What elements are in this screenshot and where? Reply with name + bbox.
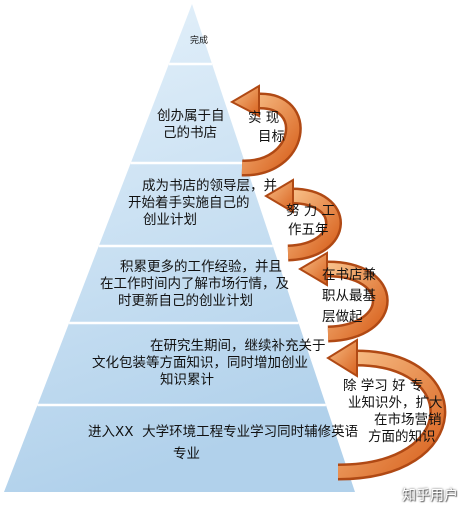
arrow-head <box>326 338 358 378</box>
tier-2-label-line: 创业计划 <box>143 212 197 228</box>
arrow-3-label-line: 职从最基 <box>322 288 376 304</box>
watermark-text: 知乎用户 <box>402 488 458 504</box>
arrow-4-label-line: 除 学习 好 专 <box>343 378 424 394</box>
tier-1-label-line: 己的书店 <box>163 125 217 141</box>
curved-arrow-1 <box>229 84 302 177</box>
arrow-1-label-line: 目标 <box>258 129 285 145</box>
tier-5-label-line: 专业 <box>173 446 200 462</box>
arrow-head <box>298 251 328 287</box>
tier-3-label-line: 在工作时间内了解市场行情，及 <box>100 276 289 292</box>
curved-arrow-3 <box>298 251 389 343</box>
arrow-3-label-line: 在书店兼 <box>322 267 376 283</box>
arrow-2-label-line: 作五年 <box>288 222 329 238</box>
arrow-body <box>241 94 300 175</box>
arrow-4-label-line: 在市场营销 <box>374 412 442 428</box>
tier-5-label-line: 进入XX 大学环境工程专业学习同时辅修英语 <box>88 424 359 440</box>
tier-4-label-line: 文化包装等方面知识，同时增加创业 <box>92 355 308 371</box>
curved-arrow-4 <box>326 338 447 481</box>
tier-0-label-line: 完成 <box>190 36 209 46</box>
arrow-head <box>229 84 260 118</box>
arrow-body <box>287 190 340 259</box>
arrow-4-label-line: 业知识外，扩大 <box>348 395 443 411</box>
arrow-2-label-line: 努 力 工 <box>286 203 336 219</box>
pyramid-body <box>4 4 355 492</box>
tier-3-label-line: 积累更多的工作经验，并且 <box>120 259 282 275</box>
arrow-head <box>264 178 294 214</box>
tier-3-label-line: 时更新自己的创业计划 <box>118 293 253 309</box>
tier-1-label-line: 创办属于自 <box>157 108 225 124</box>
arrow-3-label-line: 层做起 <box>322 309 363 325</box>
arrow-4-label-line: 方面的知识 <box>368 429 436 445</box>
tier-2-label-line: 成为书店的领导层，并 <box>142 178 277 194</box>
arrow-1-label-line: 实 现 <box>248 110 280 126</box>
arrow-body <box>337 352 444 478</box>
curved-arrow-2 <box>264 178 342 262</box>
arrow-body <box>325 262 387 340</box>
tier-4-label-line: 在研究生期间，继续补充关于 <box>150 338 326 354</box>
tier-2-label-line: 开始着手实施自己的 <box>128 195 250 211</box>
tier-4-label-line: 知识累计 <box>160 372 214 388</box>
